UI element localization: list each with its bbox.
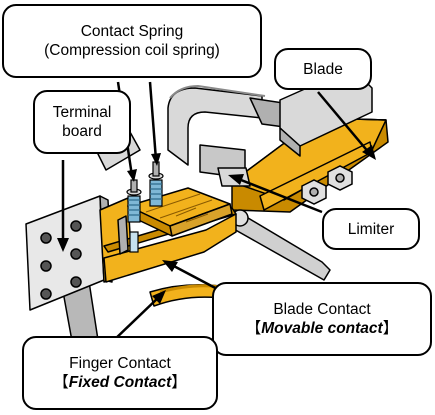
finger-contact-type-text: Fixed Contact <box>68 374 172 391</box>
arrow-blade <box>317 91 371 155</box>
arrow-finger-contact <box>111 295 161 343</box>
blade-contact-callout: Blade Contact 【Movable contact】 <box>212 282 432 356</box>
contact-spring-center <box>148 161 164 207</box>
contact-spring-callout: Contact Spring (Compression coil spring) <box>2 4 262 78</box>
terminal-hole <box>40 232 52 244</box>
bracket-close: 】 <box>171 374 187 391</box>
contact-spring-sublabel: (Compression coil spring) <box>44 42 220 59</box>
blade-callout: Blade <box>274 48 372 90</box>
terminal-board-label-line1: Terminal <box>52 104 112 121</box>
terminal-hole <box>70 276 82 288</box>
contact-spring-label: Contact Spring <box>80 23 184 40</box>
arrowhead <box>151 153 161 166</box>
terminal-hole <box>40 260 52 272</box>
arrowhead <box>57 238 69 252</box>
contact-spring-left <box>126 179 142 223</box>
terminal-board-label-line2: board <box>62 123 102 140</box>
blade-nut-2 <box>327 165 353 191</box>
arrowhead <box>362 145 376 160</box>
blade-contact-type-text: Movable contact <box>261 320 383 337</box>
finger-contact-type: 【Fixed Contact】 <box>53 373 187 392</box>
limiter-callout: Limiter <box>322 208 420 250</box>
blade-label: Blade <box>303 60 343 78</box>
arrow-limiter <box>235 176 323 214</box>
arrowhead <box>152 290 166 304</box>
terminal-hole <box>70 220 82 232</box>
finger-contact-label: Finger Contact <box>69 355 171 372</box>
arrowhead <box>127 169 137 182</box>
terminal-board-callout: Terminal board <box>33 90 131 154</box>
bracket-open: 【 <box>245 320 262 337</box>
arrowhead <box>228 174 244 185</box>
bracket-close: 】 <box>382 320 399 337</box>
contact-spring-right <box>129 231 139 253</box>
terminal-board <box>25 195 113 311</box>
arrowhead <box>162 260 178 272</box>
bracket-open: 【 <box>53 374 69 391</box>
leader-arrows <box>57 81 376 343</box>
limiter-label: Limiter <box>347 220 395 238</box>
blade-contact-type: 【Movable contact】 <box>246 319 398 338</box>
terminal-hole <box>40 288 52 300</box>
finger-contact-callout: Finger Contact 【Fixed Contact】 <box>22 336 218 410</box>
arrow-contact-spring-1 <box>148 81 158 161</box>
blade-nut-1 <box>301 179 327 205</box>
blade-contact-label: Blade Contact <box>273 301 371 318</box>
terminal-hole <box>70 248 82 260</box>
